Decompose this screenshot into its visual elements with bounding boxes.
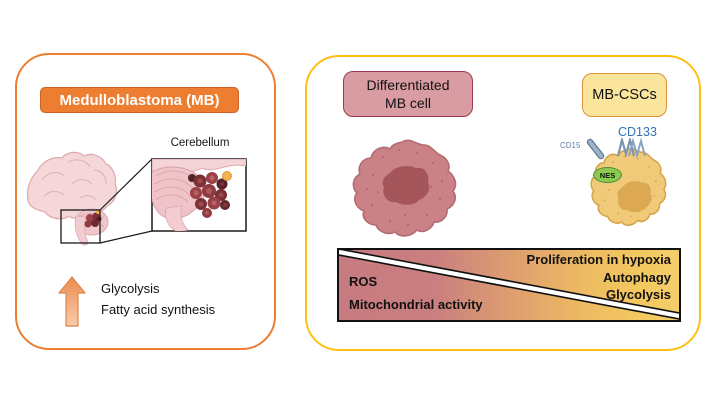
cd15-marker-label: CD15 — [560, 141, 581, 150]
up-arrow-icon — [58, 276, 86, 327]
metabolism-gradient-bar: ROS Mitochondrial activity Proliferation… — [337, 248, 681, 322]
trait-item: Glycolysis — [605, 287, 671, 302]
zoom-connector-bottom — [99, 230, 153, 244]
cd133-marker-label: CD133 — [618, 125, 657, 139]
zoom-connector-top — [99, 158, 153, 211]
cd15-receptor-icon — [586, 138, 605, 160]
inset-label: Cerebellum — [170, 137, 230, 149]
differentiated-traits: ROS Mitochondrial activity — [349, 274, 483, 312]
differentiated-cell-label: Differentiated MB cell — [366, 76, 450, 111]
trait-item: Autophagy — [603, 269, 671, 285]
cytoplasm-speckles — [366, 149, 443, 226]
upregulated-item: Glycolysis — [101, 281, 160, 296]
csc-cell-illustration — [586, 138, 667, 226]
inset-cerebellum-drawing — [152, 159, 246, 231]
zoom-source-box — [60, 209, 101, 244]
gyri-lines — [41, 159, 107, 201]
differentiated-cell-illustration — [352, 139, 457, 237]
csc-label-box: MB-CSCs — [582, 73, 667, 117]
brain-illustration — [26, 151, 247, 246]
panel-title-banner: Medulloblastoma (MB) — [40, 87, 239, 113]
nes-marker-label: NES — [599, 170, 616, 180]
trait-item: ROS — [349, 274, 378, 289]
diagonal-divider — [339, 250, 679, 320]
csc-traits: Proliferation in hypoxia Autophagy Glyco… — [527, 251, 671, 304]
tumor-cluster-inset — [188, 171, 232, 218]
trait-item: Mitochondrial activity — [349, 297, 483, 312]
cd133-receptor-icon — [616, 138, 646, 159]
trait-item: Proliferation in hypoxia — [526, 252, 671, 267]
cell-nucleus — [617, 181, 652, 213]
nes-marker-badge: NES — [593, 167, 622, 183]
csc-label: MB-CSCs — [592, 87, 657, 103]
upregulated-item: Fatty acid synthesis — [101, 302, 216, 317]
cell-nucleus — [382, 165, 430, 205]
panel-title: Medulloblastoma (MB) — [59, 91, 220, 109]
differentiated-cell-label-box: Differentiated MB cell — [343, 71, 473, 117]
cerebrum-shape — [26, 151, 118, 220]
